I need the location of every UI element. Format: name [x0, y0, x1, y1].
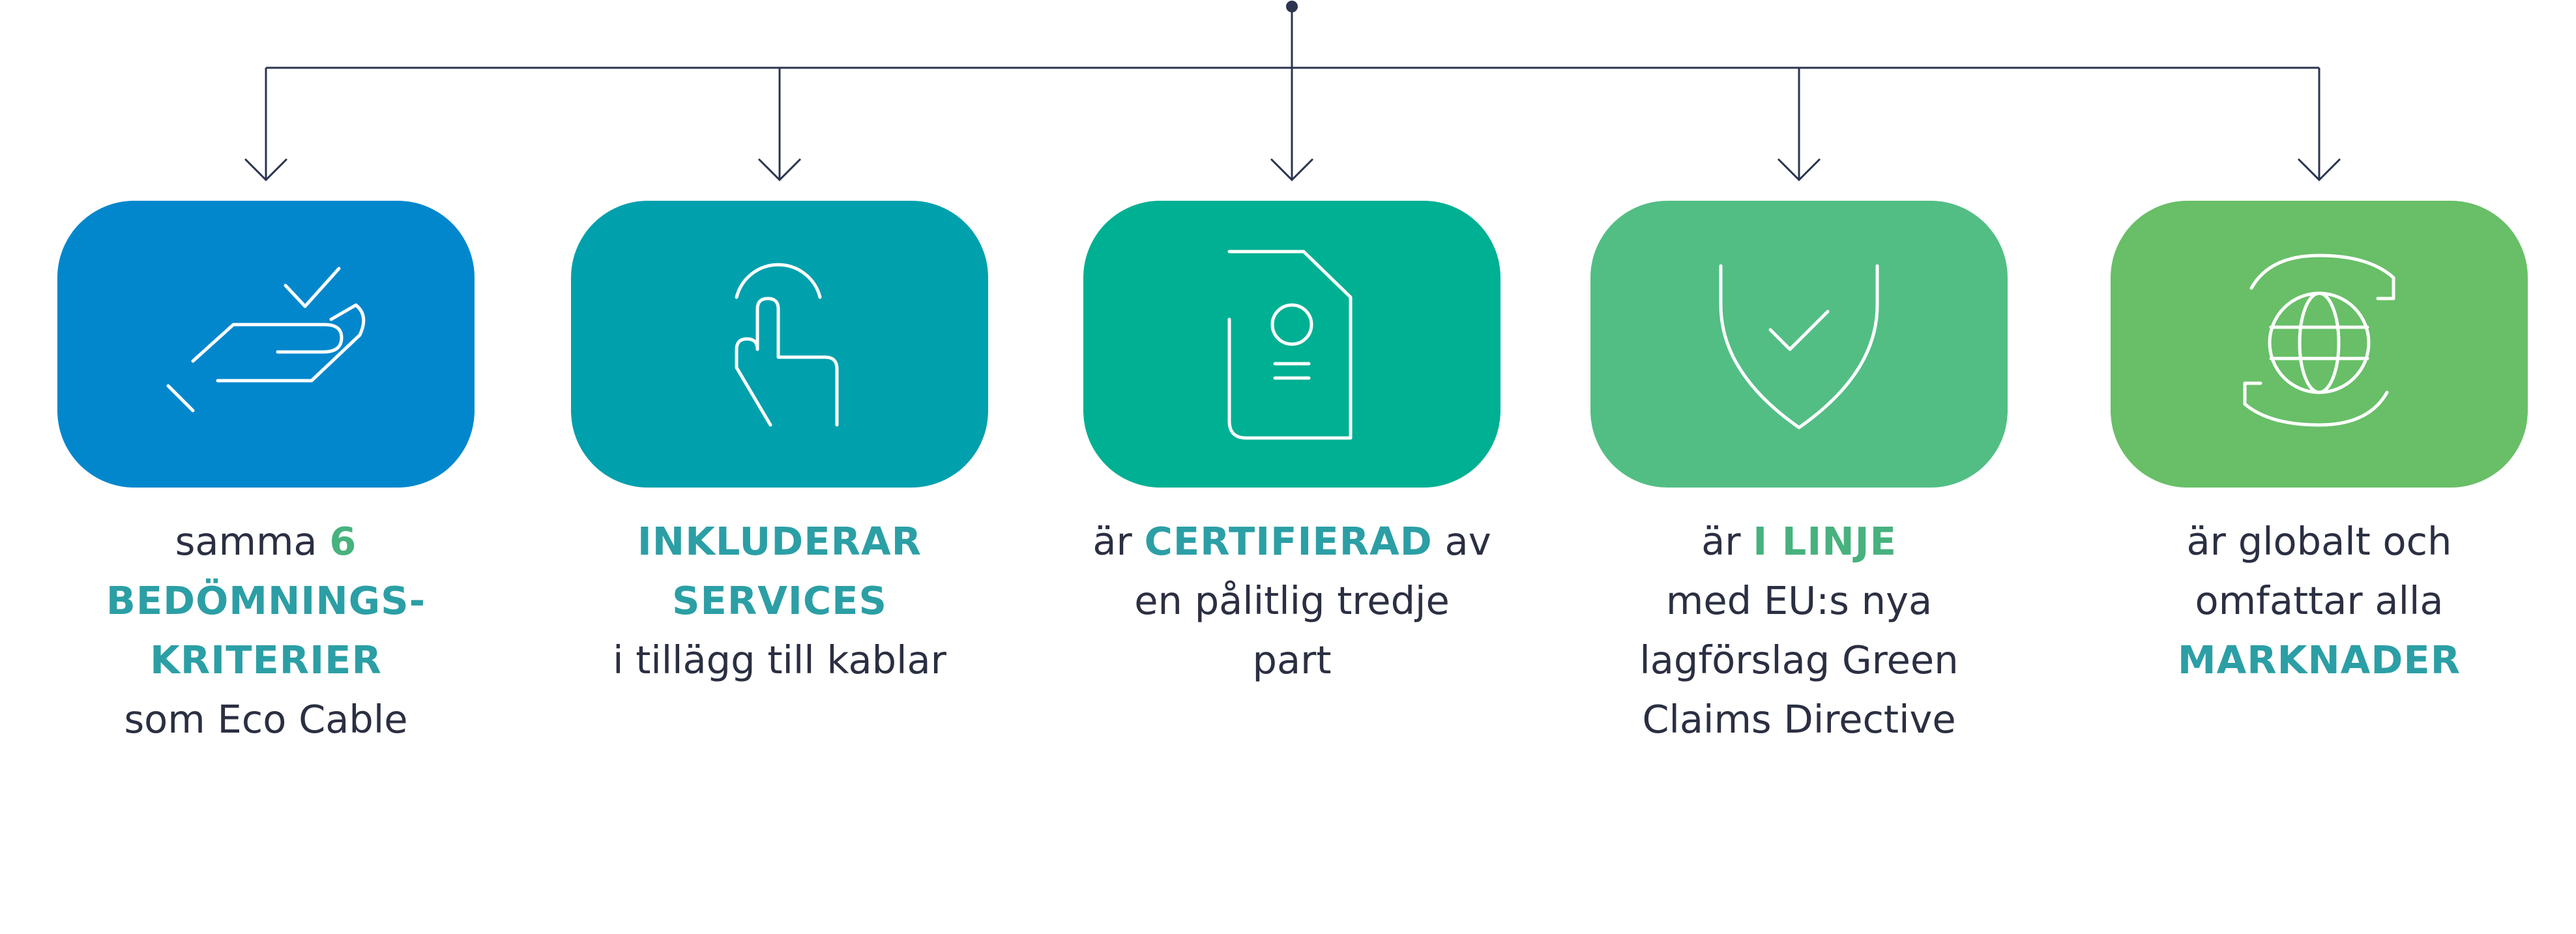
arrowhead-3 — [1270, 158, 1314, 182]
caption-text: omfattar alla — [2195, 578, 2444, 623]
caption-text: med EU:s nya — [1665, 578, 1933, 623]
caption-text: som Eco Cable — [124, 697, 408, 742]
highlight-text: I LINJE — [1753, 519, 1897, 564]
caption-text: är globalt och — [2186, 519, 2452, 564]
caption-line: omfattar alla — [2058, 571, 2576, 630]
arrowhead-2 — [757, 158, 802, 182]
highlight-text: KRITERIER — [150, 637, 382, 682]
caption-text: av — [1432, 519, 1491, 564]
card-3 — [1083, 201, 1500, 488]
caption-line: en pålitlig tredje — [1031, 571, 1553, 630]
caption-text: en pålitlig tredje — [1134, 578, 1450, 623]
caption-3: är CERTIFIERAD av en pålitlig tredje part — [1031, 512, 1553, 690]
caption-text: är — [1092, 519, 1145, 564]
globe-refresh-icon — [2243, 254, 2395, 427]
highlight-text: SERVICES — [672, 578, 887, 623]
highlight-text: BEDÖMNINGS- — [106, 578, 426, 623]
card-1 — [57, 201, 475, 488]
caption-line: KRITERIER — [5, 630, 527, 690]
caption-text: lagförslag Green — [1639, 637, 1959, 682]
shield-check-icon — [1719, 264, 1879, 430]
caption-line: samma 6 — [5, 512, 527, 571]
caption-line: som Eco Cable — [5, 690, 527, 749]
highlight-text: MARKNADER — [2177, 637, 2461, 682]
caption-text: samma — [175, 519, 330, 564]
card-4 — [1590, 201, 2008, 488]
highlight-text: 6 — [329, 519, 357, 564]
card-5 — [2111, 201, 2528, 488]
caption-line: är CERTIFIERAD av — [1031, 512, 1553, 571]
caption-text: i tillägg till kablar — [613, 637, 946, 682]
caption-line: med EU:s nya — [1538, 571, 2060, 630]
arrowhead-4 — [1777, 158, 1821, 182]
caption-line: Claims Directive — [1538, 690, 2060, 749]
caption-line: INKLUDERAR — [519, 512, 1040, 571]
caption-text: part — [1252, 637, 1332, 682]
caption-line: är globalt och — [2058, 512, 2576, 571]
arrowhead-1 — [244, 158, 288, 182]
caption-text: Claims Directive — [1642, 697, 1956, 742]
caption-line: är I LINJE — [1538, 512, 2060, 571]
highlight-text: INKLUDERAR — [637, 519, 922, 564]
caption-2: INKLUDERAR SERVICES i tillägg till kablar — [519, 512, 1040, 690]
highlight-text: CERTIFIERAD — [1144, 519, 1433, 564]
arrowhead-5 — [2297, 158, 2341, 182]
finger-tap-icon — [735, 263, 839, 427]
hand-check-icon — [166, 267, 366, 413]
caption-line: lagförslag Green — [1538, 630, 2060, 690]
certificate-document-icon — [1227, 250, 1353, 440]
card-2 — [571, 201, 988, 488]
caption-line: SERVICES — [519, 571, 1040, 630]
caption-line: part — [1031, 630, 1553, 690]
caption-line: MARKNADER — [2058, 630, 2576, 690]
caption-line: i tillägg till kablar — [519, 630, 1040, 690]
caption-text: är — [1701, 519, 1753, 564]
caption-line: BEDÖMNINGS- — [5, 571, 527, 630]
